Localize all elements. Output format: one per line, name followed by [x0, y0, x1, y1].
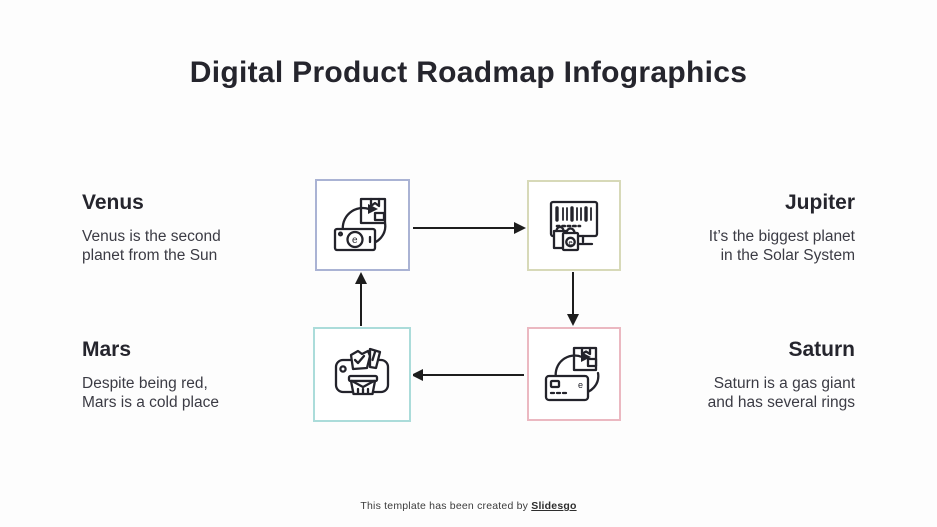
money-exchange-icon: e — [333, 197, 386, 252]
svg-text:e: e — [578, 380, 583, 390]
planet-block-jupiter: Jupiter It’s the biggest planet in the S… — [645, 191, 855, 265]
icon-box-jupiter: e — [527, 180, 621, 271]
slide-title: Digital Product Roadmap Infographics — [189, 56, 748, 89]
icon-box-venus: e — [315, 179, 410, 271]
flow-arrow-down — [565, 272, 581, 326]
slidesgo-link[interactable]: Slidesgo — [531, 500, 577, 512]
icon-box-mars — [313, 327, 411, 422]
card-refund-icon: e — [544, 346, 600, 402]
planet-name-saturn: Saturn — [788, 338, 855, 361]
svg-text:e: e — [352, 235, 358, 246]
flow-arrow-up — [353, 272, 369, 326]
planet-name-venus: Venus — [82, 191, 144, 214]
flow-arrow-right — [412, 220, 526, 236]
planet-name-jupiter: Jupiter — [784, 191, 855, 214]
planet-description-venus: Venus is the second planet from the Sun — [82, 228, 221, 264]
planet-description-mars: Despite being red, Mars is a cold place — [82, 375, 219, 411]
footer-credit: This template has been created by Slides… — [0, 500, 937, 512]
barcode-monitor-icon: e — [549, 200, 599, 251]
svg-text:e: e — [569, 238, 573, 247]
planet-block-saturn: Saturn Saturn is a gas giant and has sev… — [645, 338, 855, 412]
planet-block-mars: Mars Despite being red, Mars is a cold p… — [82, 338, 292, 412]
flow-arrow-left — [413, 367, 525, 383]
planet-description-jupiter: It’s the biggest planet in the Solar Sys… — [708, 228, 855, 264]
footer-credit-text: This template has been created by — [360, 500, 529, 512]
planet-name-mars: Mars — [82, 338, 132, 361]
planet-description-saturn: Saturn is a gas giant and has several ri… — [707, 375, 855, 411]
icon-box-saturn: e — [527, 327, 621, 421]
shopping-basket-icon — [334, 347, 390, 395]
planet-block-venus: Venus Venus is the second planet from th… — [82, 191, 292, 265]
